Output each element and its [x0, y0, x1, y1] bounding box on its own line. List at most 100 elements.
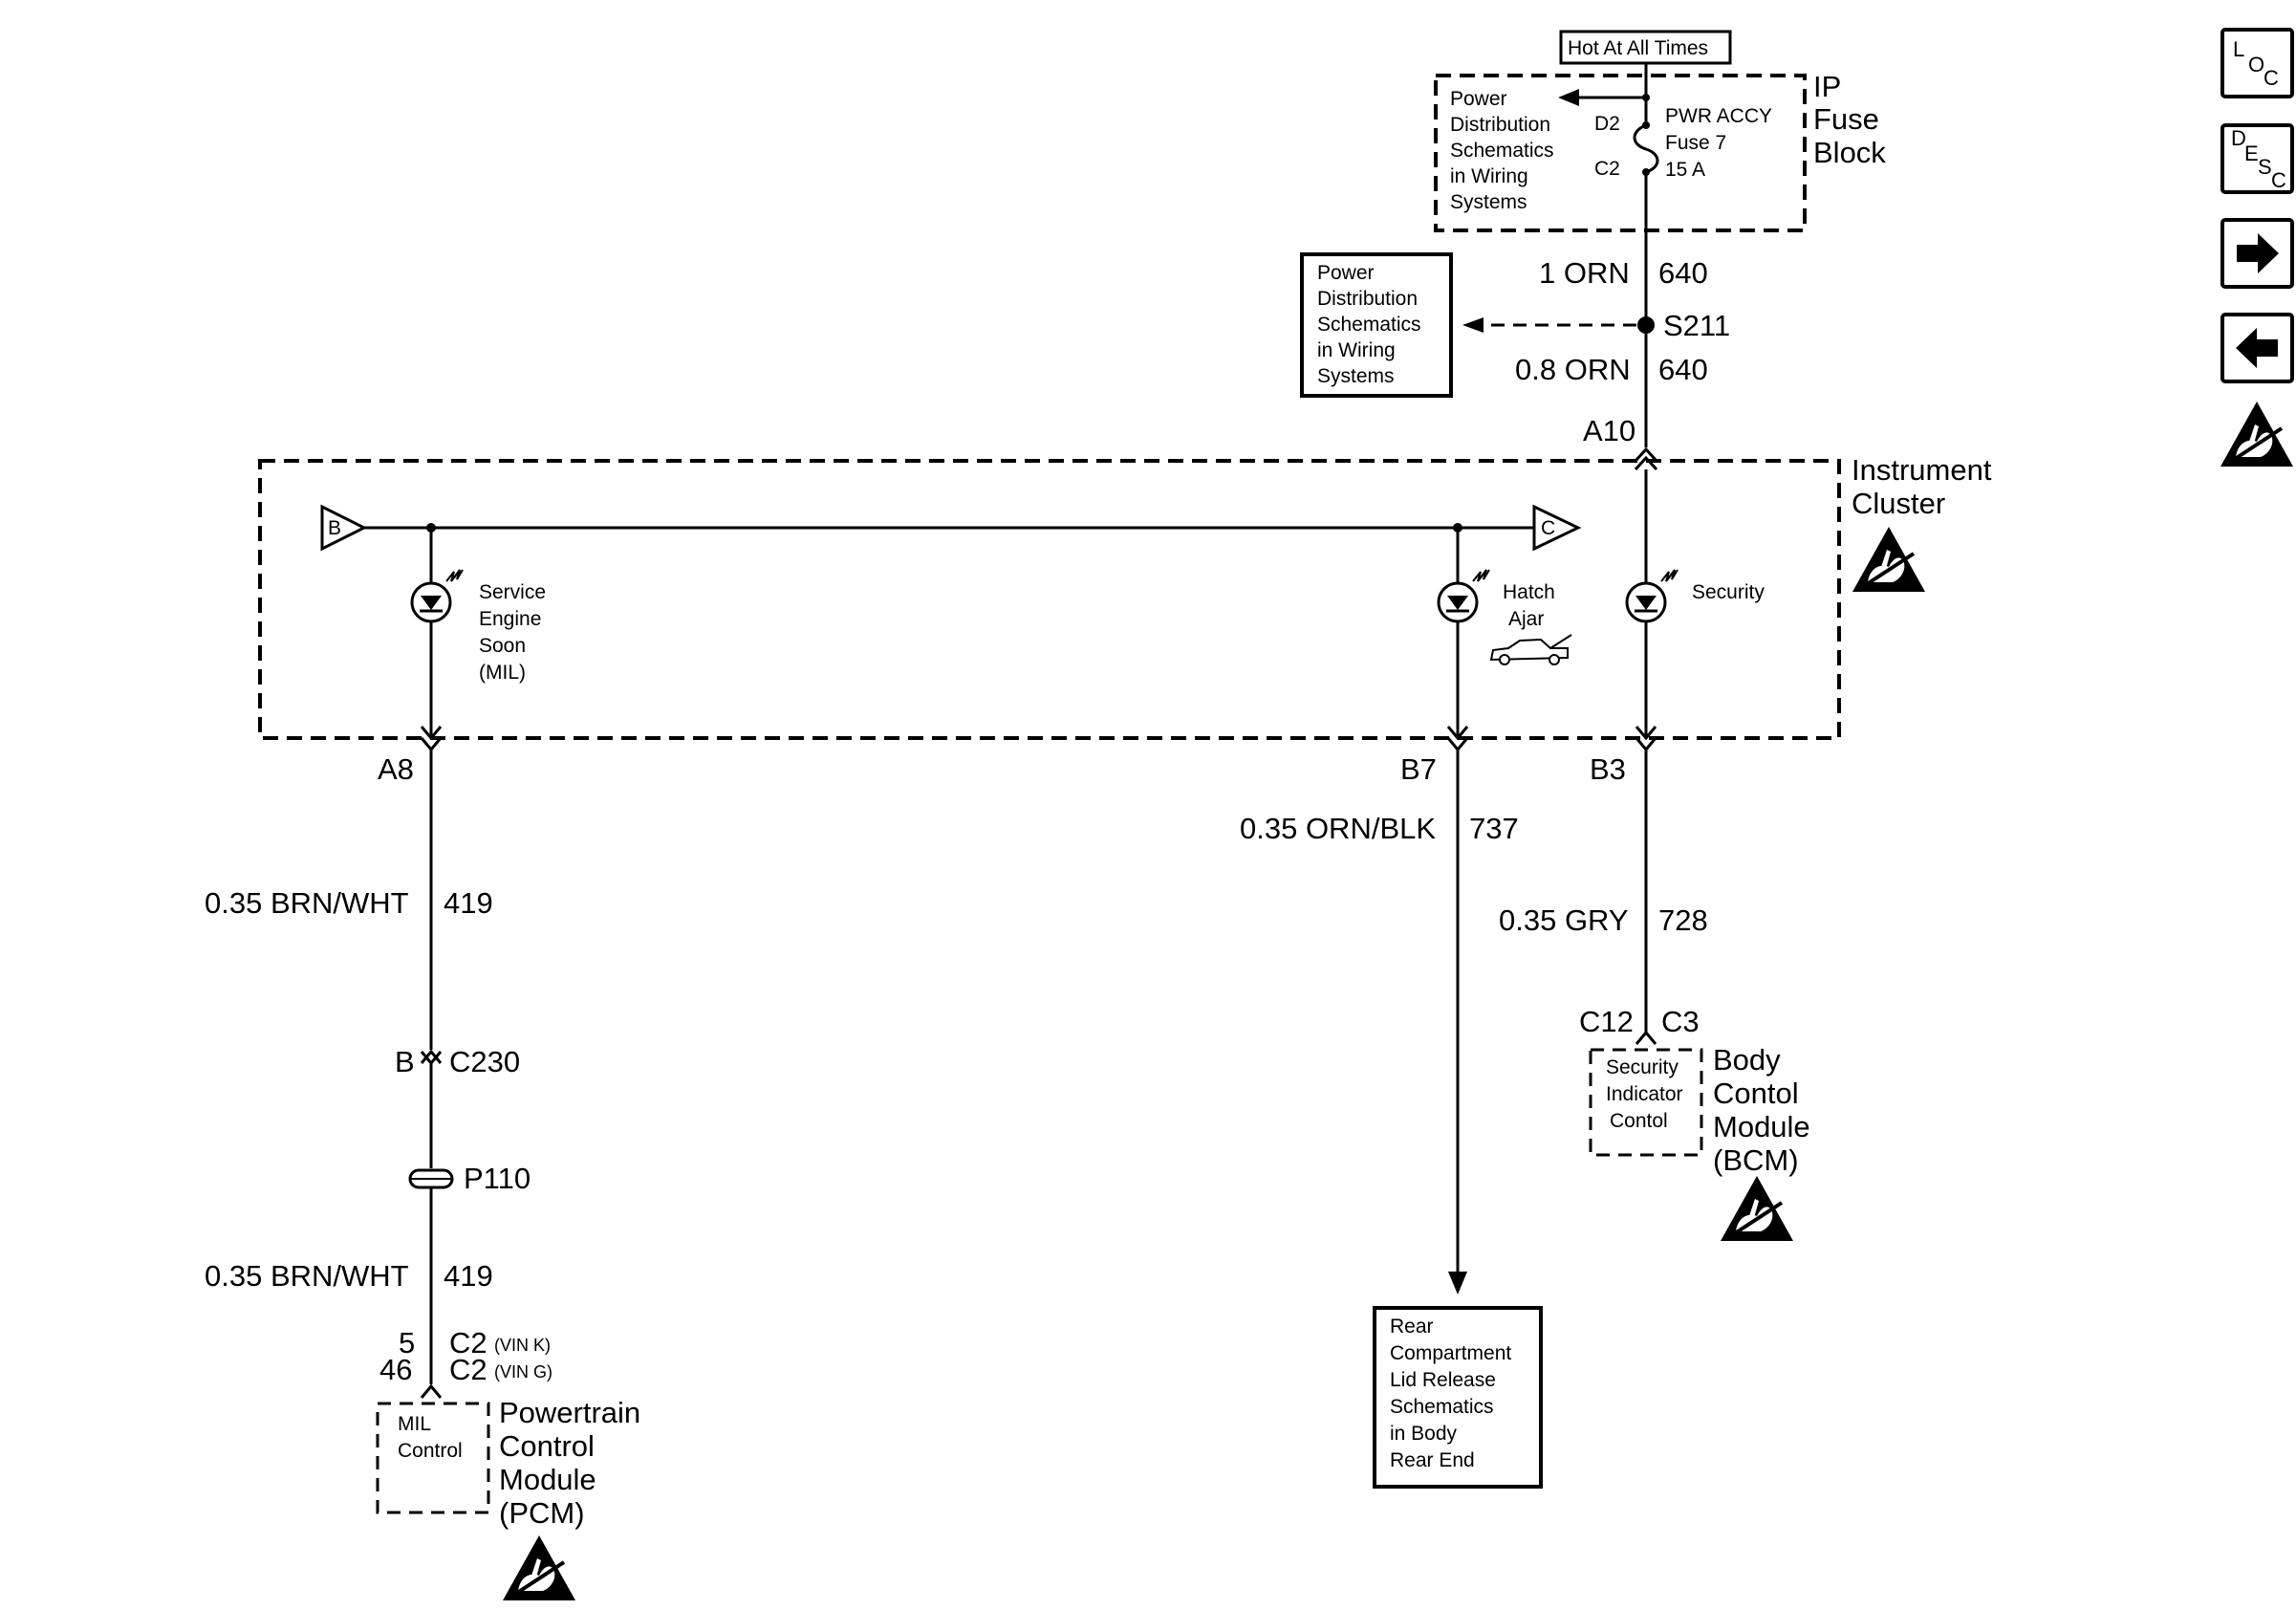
next-page-button[interactable]: [2220, 218, 2294, 289]
ip-fuse-block-label: IP Fuse Block: [1813, 70, 1886, 169]
svg-text:(VIN K): (VIN K): [494, 1336, 551, 1355]
svg-text:Powertrain: Powertrain: [499, 1396, 640, 1429]
description-button[interactable]: D E S C: [2220, 123, 2294, 194]
arrow-right-icon: [2237, 233, 2279, 273]
arrow-down-icon: [1448, 1272, 1467, 1295]
svg-text:Lid Release: Lid Release: [1390, 1369, 1496, 1391]
svg-text:IP: IP: [1813, 70, 1841, 103]
svg-text:0.35 ORN/BLK: 0.35 ORN/BLK: [1240, 812, 1436, 845]
svg-text:640: 640: [1658, 353, 1708, 386]
svg-text:Control: Control: [499, 1429, 595, 1463]
fuse-label: PWR ACCY Fuse 7 15 A: [1665, 105, 1772, 181]
svg-text:MIL: MIL: [398, 1413, 431, 1435]
splice-s211: [1637, 316, 1655, 334]
security-label: Security: [1692, 581, 1765, 603]
splice-power-distribution-ref[interactable]: [1300, 252, 1453, 398]
svg-text:Rear End: Rear End: [1390, 1449, 1475, 1471]
svg-text:Systems: Systems: [1450, 191, 1527, 213]
previous-page-button[interactable]: [2220, 313, 2294, 383]
svg-text:Service: Service: [479, 581, 546, 603]
svg-text:0.35 BRN/WHT: 0.35 BRN/WHT: [205, 1259, 409, 1293]
svg-text:Distribution: Distribution: [1317, 288, 1418, 310]
svg-text:Cluster: Cluster: [1852, 487, 1945, 520]
fuse-block-power-distribution-ref[interactable]: Power Distribution Schematics in Wiring …: [1450, 88, 1554, 213]
security-lamp-icon: [1625, 568, 1679, 623]
car-hatch-open-icon: [1489, 634, 1572, 665]
svg-text:Block: Block: [1813, 136, 1886, 169]
svg-text:(BCM): (BCM): [1713, 1143, 1799, 1177]
svg-text:Ajar: Ajar: [1508, 608, 1544, 630]
svg-text:0.8 ORN: 0.8 ORN: [1515, 353, 1631, 386]
svg-text:Hatch: Hatch: [1503, 581, 1555, 603]
svg-text:0.35 BRN/WHT: 0.35 BRN/WHT: [205, 886, 409, 920]
svg-text:Contol: Contol: [1713, 1077, 1799, 1110]
svg-text:(PCM): (PCM): [499, 1496, 585, 1530]
service-engine-soon-label: Service Engine Soon (MIL): [479, 581, 546, 684]
svg-text:1 ORN: 1 ORN: [1539, 256, 1630, 290]
connector-a10: [1634, 446, 1658, 471]
svg-text:in Wiring: in Wiring: [1317, 339, 1396, 361]
svg-text:Engine: Engine: [479, 608, 541, 630]
svg-text:B: B: [328, 517, 341, 539]
service-engine-soon-lamp-icon: [410, 568, 465, 623]
svg-text:Instrument: Instrument: [1852, 453, 1992, 487]
mil-control-label: MIL Control: [398, 1413, 463, 1462]
svg-text:D2: D2: [1594, 113, 1620, 135]
location-button[interactable]: L O C: [2220, 28, 2294, 98]
svg-text:A10: A10: [1583, 414, 1635, 447]
svg-text:737: 737: [1469, 812, 1519, 845]
svg-text:S: S: [2258, 155, 2272, 179]
ip-fuse-block-outline: [1434, 74, 1807, 232]
rear-compartment-lid-release-ref[interactable]: [1373, 1306, 1543, 1489]
svg-text:Soon: Soon: [479, 635, 526, 657]
esd-warning-icon: [1719, 1174, 1795, 1243]
svg-text:Power: Power: [1317, 262, 1375, 284]
hot-at-all-times-label: Hot At All Times: [1568, 37, 1708, 59]
svg-text:Contol: Contol: [1610, 1110, 1668, 1132]
svg-text:Body: Body: [1713, 1043, 1781, 1077]
svg-text:C: C: [2264, 66, 2279, 90]
svg-text:D: D: [2231, 126, 2246, 150]
svg-text:15 A: 15 A: [1665, 159, 1705, 181]
svg-text:Schematics: Schematics: [1390, 1396, 1494, 1418]
svg-text:Control: Control: [398, 1440, 463, 1462]
pcm-label: Powertrain Control Module (PCM): [499, 1396, 640, 1530]
svg-text:Indicator: Indicator: [1606, 1083, 1683, 1105]
off-page-connector-c: [1532, 504, 1582, 552]
svg-text:in Body: in Body: [1390, 1423, 1458, 1445]
arrow-left-icon: [1558, 89, 1579, 106]
arrow-left-icon: [1462, 317, 1484, 333]
svg-text:C3: C3: [1661, 1005, 1700, 1038]
svg-text:C12: C12: [1579, 1005, 1634, 1038]
svg-text:C2: C2: [1594, 158, 1620, 180]
svg-text:B7: B7: [1400, 752, 1437, 786]
esd-warning-icon: [2219, 400, 2295, 468]
svg-text:5: 5: [399, 1326, 415, 1360]
inline-connector-c230: [420, 1049, 443, 1066]
bcm-label: Body Contol Module (BCM): [1713, 1043, 1810, 1177]
svg-text:419: 419: [444, 886, 493, 920]
fuse-symbol: [1633, 123, 1659, 174]
svg-text:P110: P110: [464, 1162, 531, 1195]
svg-text:46: 46: [379, 1353, 412, 1386]
svg-text:Module: Module: [499, 1463, 596, 1496]
svg-text:E: E: [2244, 141, 2259, 165]
svg-text:O: O: [2248, 53, 2264, 76]
svg-text:Security: Security: [1606, 1056, 1679, 1078]
bcm-outline: [1589, 1048, 1703, 1157]
svg-text:Module: Module: [1713, 1110, 1810, 1143]
svg-text:C230: C230: [449, 1045, 520, 1078]
svg-text:B3: B3: [1590, 752, 1626, 786]
svg-text:419: 419: [444, 1259, 493, 1293]
esd-warning-icon: [501, 1534, 577, 1602]
security-indicator-control-label: Security Indicator Contol: [1606, 1056, 1683, 1132]
svg-text:A8: A8: [378, 752, 414, 786]
svg-text:Schematics: Schematics: [1450, 140, 1554, 162]
svg-text:728: 728: [1658, 903, 1708, 937]
svg-text:L: L: [2233, 37, 2244, 61]
svg-text:(MIL): (MIL): [479, 662, 526, 684]
svg-text:Distribution: Distribution: [1450, 114, 1550, 136]
off-page-connector-b: [320, 504, 368, 552]
svg-text:Compartment: Compartment: [1390, 1342, 1511, 1364]
svg-text:in Wiring: in Wiring: [1450, 165, 1528, 187]
